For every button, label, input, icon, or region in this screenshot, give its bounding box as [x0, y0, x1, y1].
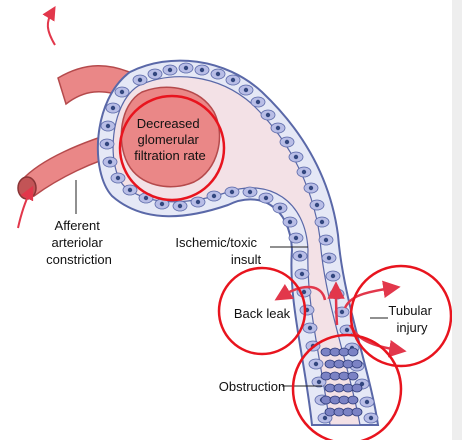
cell-nucleus: [167, 67, 173, 73]
cell-nucleus: [107, 159, 113, 165]
tubular-injury-arrow: [343, 280, 401, 309]
highlight-circles: [118, 94, 453, 445]
cast-cell: [324, 407, 336, 417]
obstruction-arrow: [327, 281, 345, 326]
page-edge-strip: [452, 0, 462, 440]
cast-cell: [347, 395, 359, 405]
tubular-injury-label: Tubular injury: [388, 303, 435, 335]
cell-nucleus: [263, 195, 269, 201]
cell-nucleus: [177, 203, 183, 209]
cell-nucleus: [215, 71, 221, 77]
cell-nucleus: [330, 273, 336, 279]
cast-cell: [351, 407, 363, 417]
cell-nucleus: [105, 123, 111, 129]
cast-cell: [333, 383, 345, 393]
gfr-label: Decreased glomerular filtration rate: [134, 116, 206, 163]
cast-cell: [338, 395, 350, 405]
cast-cell: [324, 383, 336, 393]
cell-nucleus: [195, 199, 201, 205]
leader-lines: [75, 180, 388, 387]
cell-nucleus: [119, 89, 125, 95]
ischemic-label: Ischemic/toxic insult: [175, 235, 261, 267]
cast-cell: [338, 371, 350, 381]
cell-nucleus: [143, 195, 149, 201]
cast-cell: [333, 407, 345, 417]
cell-nucleus: [104, 141, 110, 147]
cell-nucleus: [183, 65, 189, 71]
gfr-highlight-circle: [118, 94, 226, 202]
obstruction-label: Obstruction: [219, 379, 285, 394]
cell-nucleus: [308, 185, 314, 191]
cell-nucleus: [275, 125, 281, 131]
cell-nucleus: [115, 175, 121, 181]
cell-nucleus: [159, 201, 165, 207]
cell-nucleus: [319, 219, 325, 225]
cell-nucleus: [293, 235, 299, 241]
cell-nucleus: [265, 112, 271, 118]
cast-cell: [347, 347, 359, 357]
cell-nucleus: [110, 105, 116, 111]
cast-cell: [351, 383, 363, 393]
cell-nucleus: [230, 77, 236, 83]
cast-cell: [320, 371, 332, 381]
cast-cell: [329, 371, 341, 381]
cell-nucleus: [127, 187, 133, 193]
cell-nucleus: [314, 202, 320, 208]
cell-nucleus: [293, 154, 299, 160]
cast-cell: [347, 371, 359, 381]
efferent-flow-arrow: [42, 5, 56, 46]
cast-cell: [333, 359, 345, 369]
cell-nucleus: [299, 271, 305, 277]
tubular-injury-highlight-circle: [349, 264, 453, 368]
cell-nucleus: [247, 189, 253, 195]
cell-nucleus: [301, 289, 307, 295]
cell-nucleus: [307, 325, 313, 331]
afferent-arteriole-opening: [17, 176, 37, 200]
cell-nucleus: [301, 169, 307, 175]
cell-nucleus: [313, 361, 319, 367]
cell-nucleus: [368, 415, 374, 421]
cell-nucleus: [211, 193, 217, 199]
cast-cell: [351, 359, 363, 369]
cell-nucleus: [152, 71, 158, 77]
cast-cell: [342, 407, 354, 417]
cell-nucleus: [339, 309, 345, 315]
cell-nucleus: [199, 67, 205, 73]
cell-nucleus: [229, 189, 235, 195]
afferent-label: Afferent arteriolar constriction: [46, 218, 112, 267]
cell-nucleus: [297, 253, 303, 259]
cell-nucleus: [255, 99, 261, 105]
afferent-flow-arrow: [17, 185, 34, 229]
cast-cell: [342, 359, 354, 369]
cast-cell: [338, 347, 350, 357]
back-leak-arrow: [274, 283, 327, 301]
cell-nucleus: [284, 139, 290, 145]
cell-nucleus: [323, 237, 329, 243]
obstruction-cast: [320, 347, 363, 417]
cell-nucleus: [326, 255, 332, 261]
cell-nucleus: [316, 379, 322, 385]
cell-nucleus: [364, 399, 370, 405]
cast-cell: [324, 359, 336, 369]
cell-nucleus: [137, 77, 143, 83]
cell-nucleus: [344, 327, 350, 333]
cell-nucleus: [322, 415, 328, 421]
cast-cell: [320, 347, 332, 357]
back-leak-highlight-circle: [217, 266, 307, 356]
cast-cell: [329, 395, 341, 405]
cell-nucleus: [277, 205, 283, 211]
cell-nucleus: [287, 219, 293, 225]
cast-cell: [329, 347, 341, 357]
back-leak-label: Back leak: [234, 306, 291, 321]
cast-cell: [342, 383, 354, 393]
cast-cell: [320, 395, 332, 405]
cell-nucleus: [243, 87, 249, 93]
